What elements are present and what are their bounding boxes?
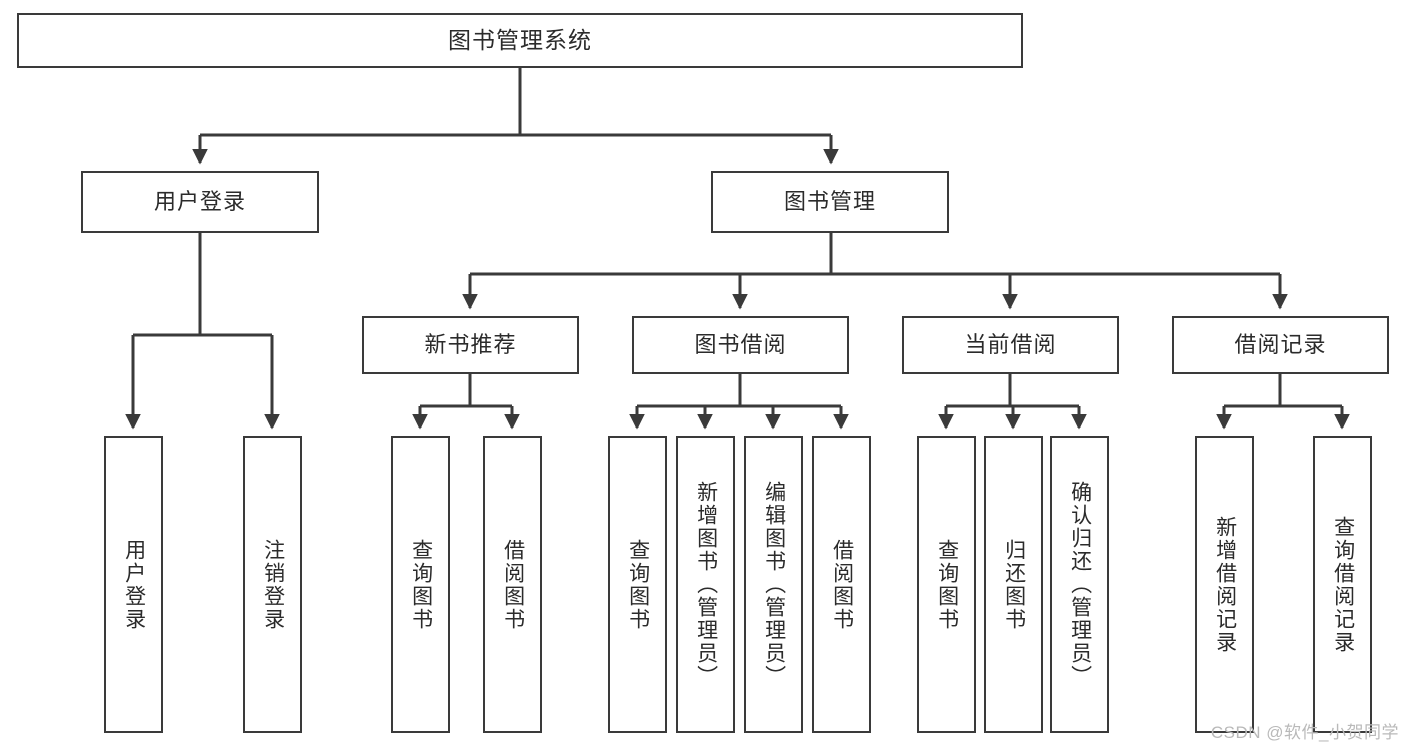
node-leaf-return-book[interactable]: 归还图书: [984, 436, 1043, 733]
node-leaf-borrow-book[interactable]: 借阅图书: [812, 436, 871, 733]
node-leaf-edit-book-admin[interactable]: 编辑图书（管理员）: [744, 436, 803, 733]
node-root[interactable]: 图书管理系统: [17, 13, 1023, 68]
node-leaf-borrow-book-recommend[interactable]: 借阅图书: [483, 436, 542, 733]
node-leaf-add-borrow-record[interactable]: 新增借阅记录: [1195, 436, 1254, 733]
watermark-text: CSDN @软件_小贺同学: [1210, 723, 1399, 742]
node-leaf-query-book-borrow[interactable]: 查询图书: [608, 436, 667, 733]
node-new-book-recommend[interactable]: 新书推荐: [362, 316, 579, 374]
node-leaf-query-book-current[interactable]: 查询图书: [917, 436, 976, 733]
node-borrow-record[interactable]: 借阅记录: [1172, 316, 1389, 374]
node-leaf-query-borrow-record[interactable]: 查询借阅记录: [1313, 436, 1372, 733]
node-leaf-add-book-admin[interactable]: 新增图书（管理员）: [676, 436, 735, 733]
node-leaf-confirm-return-admin[interactable]: 确认归还（管理员）: [1050, 436, 1109, 733]
node-leaf-query-book-recommend[interactable]: 查询图书: [391, 436, 450, 733]
node-book-borrow[interactable]: 图书借阅: [632, 316, 849, 374]
node-book-manage[interactable]: 图书管理: [711, 171, 949, 233]
node-current-borrow[interactable]: 当前借阅: [902, 316, 1119, 374]
node-user-login[interactable]: 用户登录: [81, 171, 319, 233]
node-leaf-user-login[interactable]: 用户登录: [104, 436, 163, 733]
node-leaf-logout-login[interactable]: 注销登录: [243, 436, 302, 733]
